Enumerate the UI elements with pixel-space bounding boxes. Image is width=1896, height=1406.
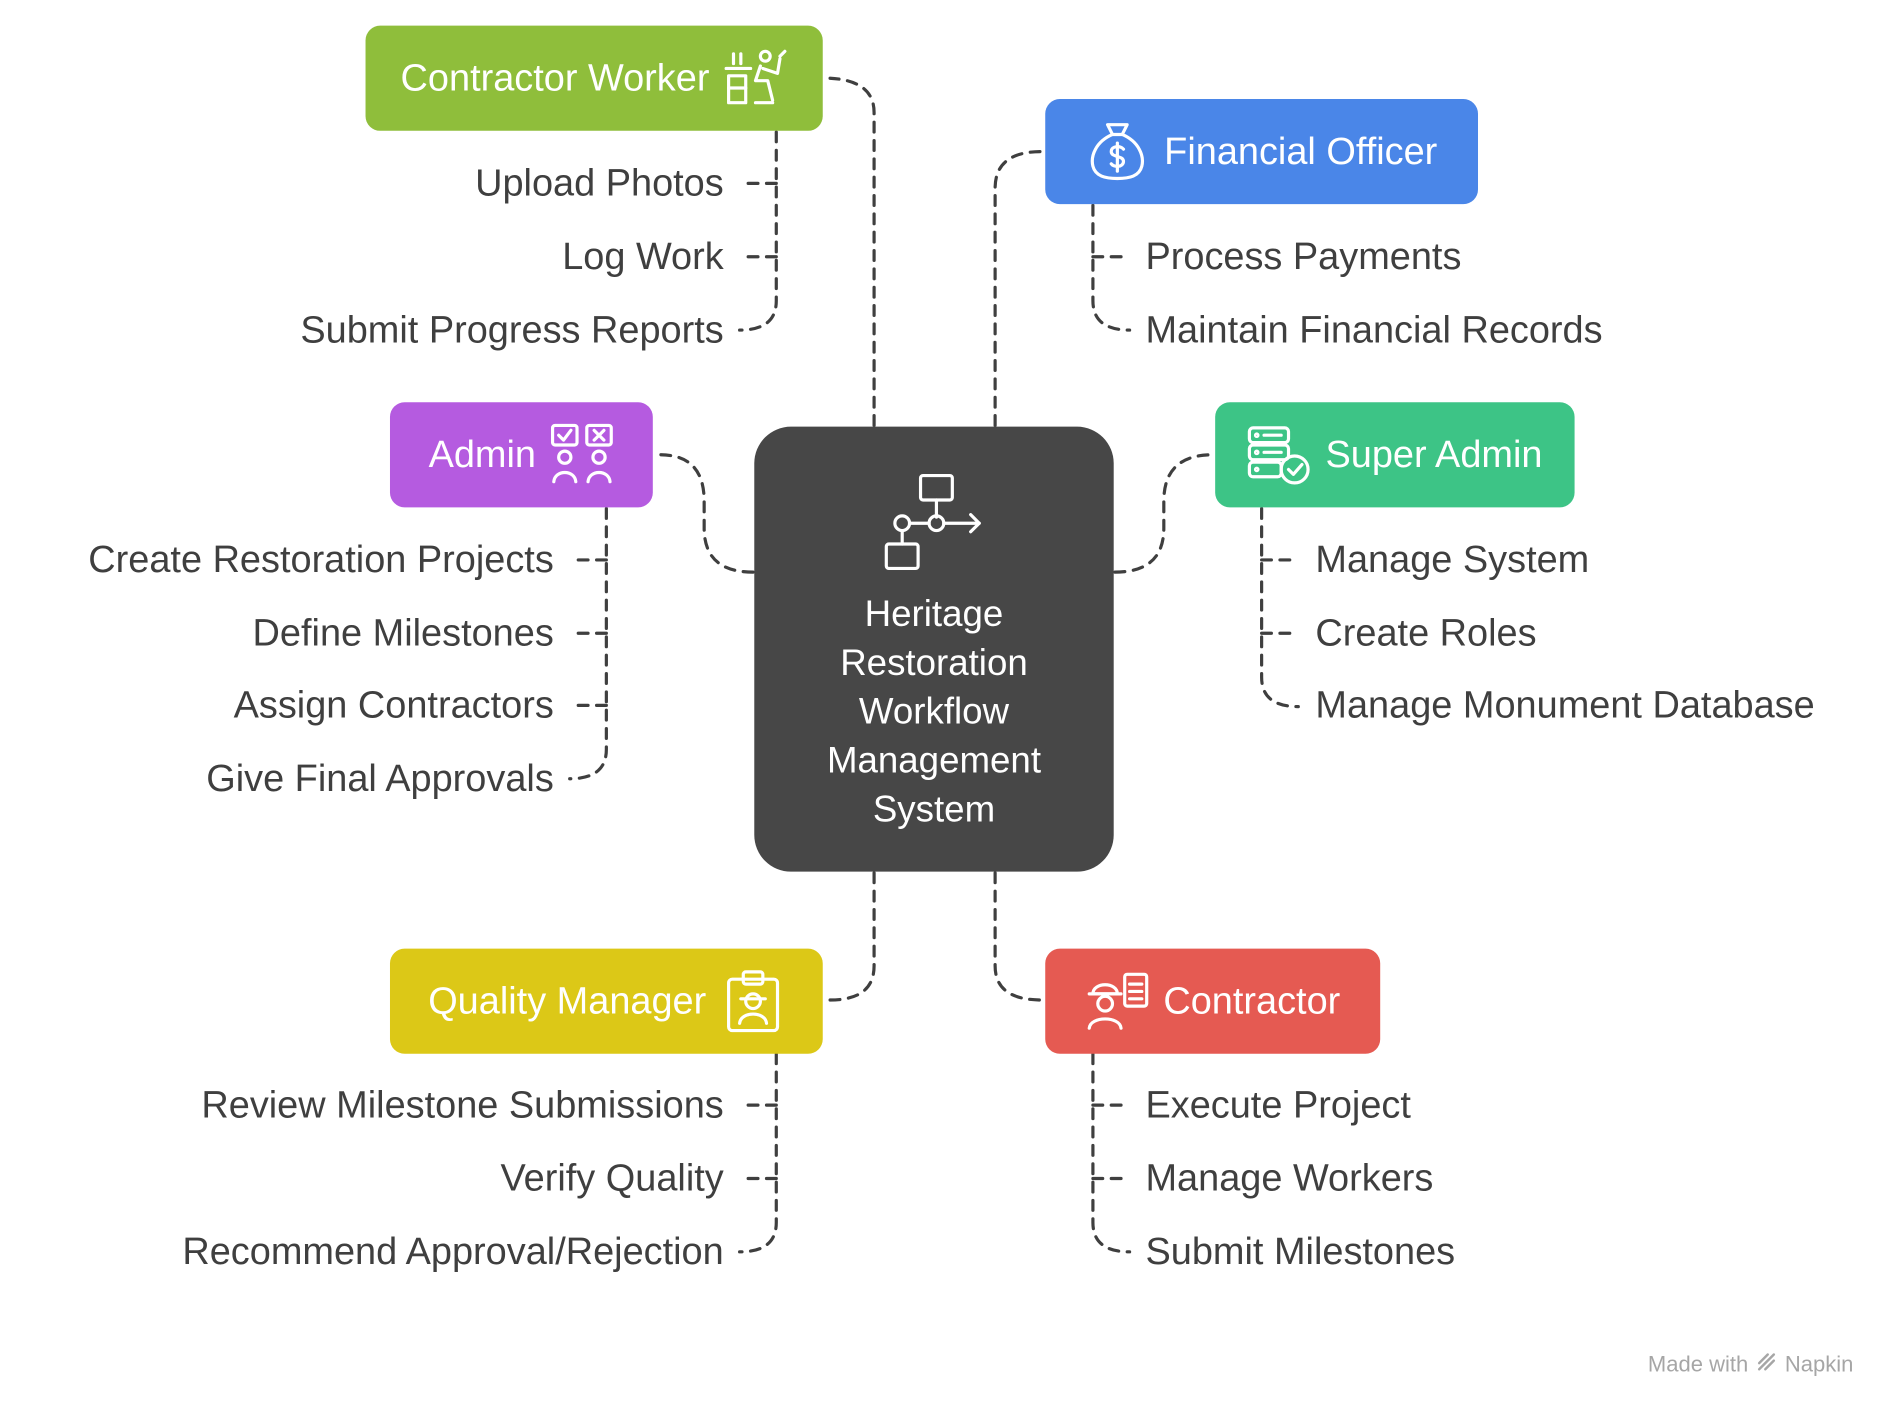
task-verify-quality: Verify Quality — [500, 1156, 724, 1200]
inspector-badge-icon — [721, 969, 785, 1033]
role-title: Contractor Worker — [400, 56, 710, 100]
task-log-work: Log Work — [562, 234, 724, 278]
role-title: Financial Officer — [1164, 129, 1438, 173]
task-manage-workers: Manage Workers — [1145, 1156, 1434, 1200]
connector-quality-manager-tasks — [738, 1052, 778, 1254]
role-contractor[interactable]: Contractor — [1045, 948, 1381, 1054]
role-title: Contractor — [1163, 979, 1341, 1023]
worker-desk-icon — [724, 46, 788, 110]
connector-contractor-tasks — [1091, 1052, 1132, 1254]
role-admin[interactable]: Admin — [389, 402, 653, 508]
database-check-icon — [1247, 423, 1311, 487]
task-give-final-approvals: Give Final Approvals — [206, 756, 554, 800]
task-submit-milestones: Submit Milestones — [1145, 1229, 1456, 1273]
role-contractor-worker[interactable]: Contractor Worker — [365, 25, 823, 131]
connector-center-contractor — [993, 871, 1044, 1002]
task-review-milestone-submissions: Review Milestone Submissions — [201, 1083, 724, 1126]
napkin-attribution[interactable]: Made with Napkin — [1648, 1351, 1853, 1379]
task-manage-monument-database: Manage Monument Database — [1315, 683, 1815, 727]
role-financial-officer[interactable]: Financial Officer — [1045, 99, 1479, 205]
napkin-logo-icon — [1756, 1351, 1778, 1379]
connector-admin-tasks — [568, 506, 608, 781]
connector-financial-officer-tasks — [1091, 203, 1132, 332]
role-title: Admin — [428, 432, 536, 476]
task-submit-progress-reports: Submit Progress Reports — [300, 308, 724, 351]
task-manage-system: Manage System — [1315, 537, 1590, 581]
task-assign-contractors: Assign Contractors — [233, 683, 554, 727]
workflow-icon — [881, 471, 986, 576]
money-bag-icon — [1086, 120, 1150, 184]
task-maintain-financial-records: Maintain Financial Records — [1145, 308, 1603, 351]
connector-center-quality-manager — [828, 871, 876, 1002]
role-super-admin[interactable]: Super Admin — [1215, 402, 1575, 508]
connector-super-admin-tasks — [1260, 506, 1300, 709]
task-create-restoration-projects: Create Restoration Projects — [88, 537, 554, 581]
task-define-milestones: Define Milestones — [252, 611, 554, 655]
task-process-payments: Process Payments — [1145, 234, 1462, 278]
role-quality-manager[interactable]: Quality Manager — [389, 948, 823, 1054]
connector-contractor-worker-tasks — [738, 130, 778, 332]
role-title: Super Admin — [1325, 432, 1543, 476]
approval-people-icon — [551, 423, 615, 487]
task-recommend-approval-rejection: Recommend Approval/Rejection — [182, 1229, 724, 1273]
footer-brand: Napkin — [1784, 1352, 1854, 1377]
task-upload-photos: Upload Photos — [475, 161, 724, 205]
role-title: Quality Manager — [428, 979, 707, 1023]
center-title: Heritage Restoration Workflow Management… — [826, 594, 1042, 831]
connector-center-contractor-worker — [828, 76, 876, 428]
task-create-roles: Create Roles — [1315, 611, 1537, 655]
connector-center-financial-officer — [993, 150, 1044, 428]
engineer-checklist-icon — [1085, 969, 1149, 1033]
connector-center-admin — [658, 453, 755, 574]
connector-center-super-admin — [1113, 453, 1215, 574]
task-execute-project: Execute Project — [1145, 1083, 1411, 1126]
footer-prefix: Made with — [1647, 1352, 1749, 1377]
center-node[interactable]: Heritage Restoration Workflow Management… — [754, 426, 1114, 872]
